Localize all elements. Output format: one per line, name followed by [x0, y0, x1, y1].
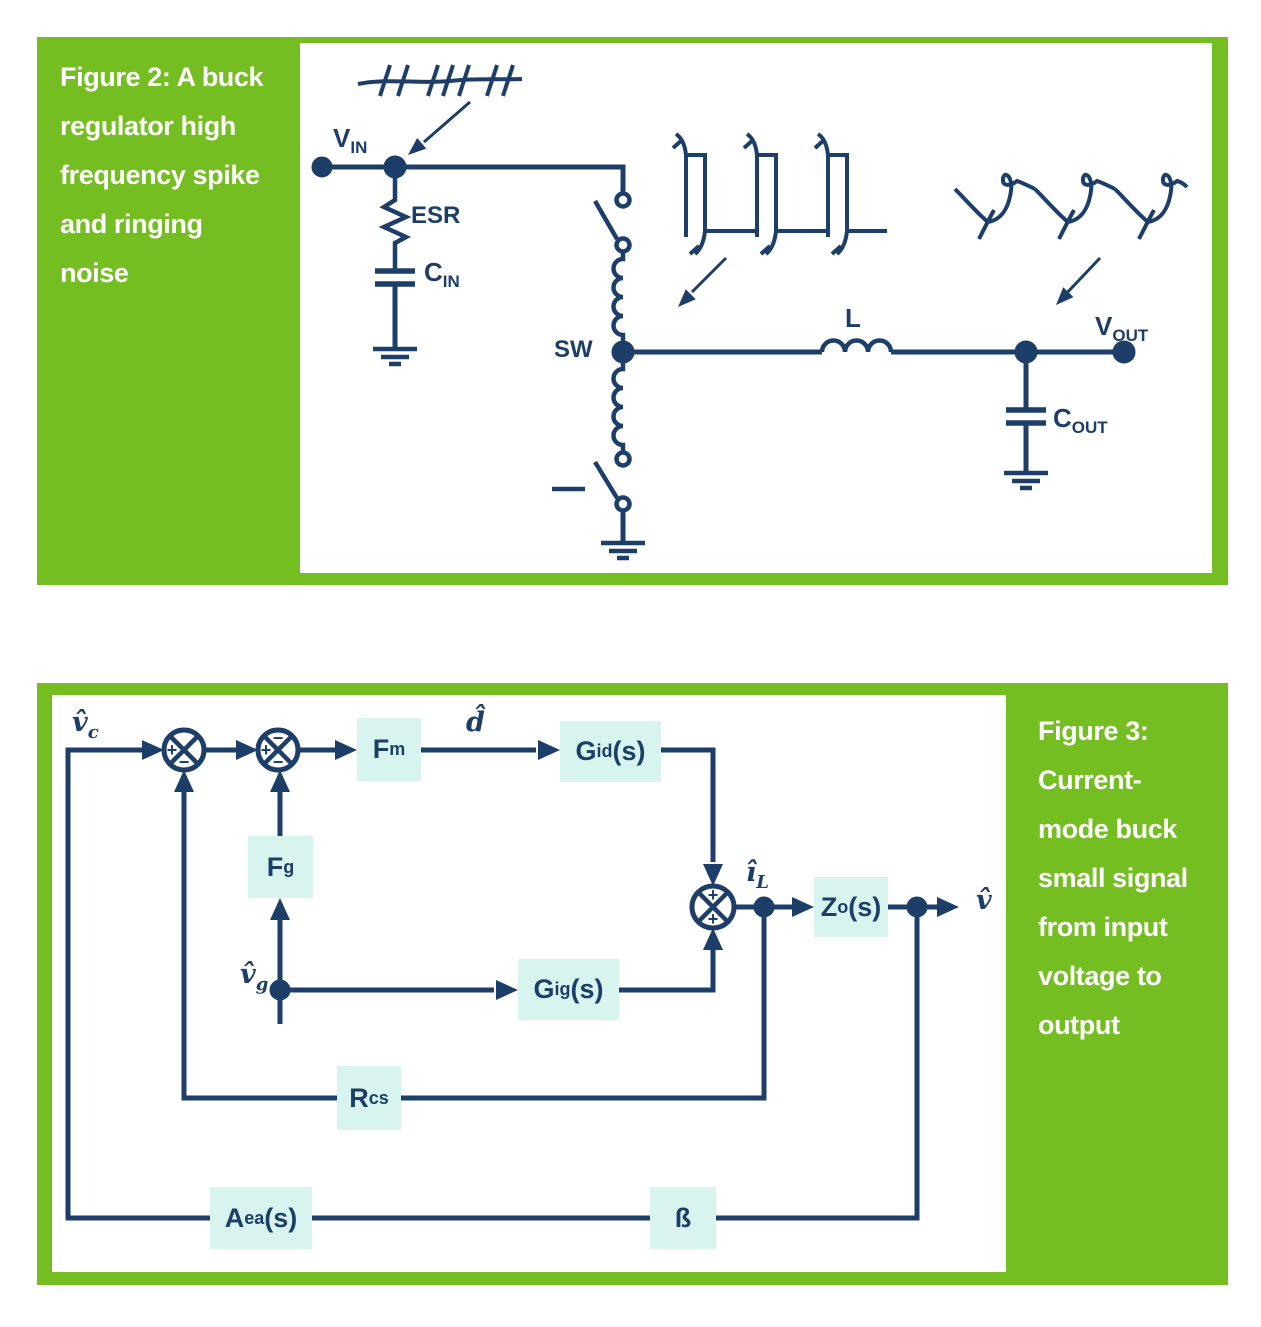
parasitic-inductor-top	[611, 252, 626, 352]
cin-capacitor	[375, 268, 415, 348]
caption-line: Figure 2: A buck	[60, 62, 264, 92]
inductor-label: L	[845, 303, 861, 333]
cout-capacitor	[1004, 352, 1048, 491]
j1-minus-sign: −	[178, 752, 190, 772]
figure2-panel: Figure 2: A buck regulator high frequenc…	[37, 37, 1228, 585]
caption-line: voltage to	[1038, 961, 1162, 991]
low-side-switch-branch	[552, 352, 645, 561]
caption-line: output	[1038, 1010, 1120, 1040]
high-side-switch	[593, 191, 632, 254]
summing-junction-2	[255, 727, 301, 773]
forward-path	[142, 740, 723, 886]
vout-label: VOUT	[1095, 311, 1149, 345]
summing-junction-1	[161, 727, 207, 773]
j3-plus-bottom-sign: +	[707, 909, 719, 929]
v-hat-label: v̂	[976, 885, 992, 916]
vc-label: v̂c	[72, 707, 99, 743]
il-label: îL	[746, 857, 769, 893]
current-feedback-path	[174, 770, 767, 1101]
caption-line: Current-	[1038, 765, 1142, 795]
fg-branch	[270, 770, 290, 1024]
figure3-caption: Figure 3: Current- mode buck small signa…	[1038, 707, 1228, 1050]
switch-arrow	[678, 256, 728, 307]
summing-junction-3	[689, 883, 737, 931]
beta-block: ß	[674, 1202, 692, 1233]
output-path	[734, 896, 959, 918]
j2-minus-bottom-sign: −	[272, 752, 284, 772]
sw-label: SW	[554, 336, 593, 363]
esr-resistor	[378, 167, 412, 269]
small-signal-block-diagram	[65, 718, 959, 1249]
outer-feedback-path	[65, 747, 920, 1221]
figure2-caption: Figure 2: A buck regulator high frequenc…	[60, 53, 295, 298]
ripple-arrow	[1056, 256, 1102, 305]
esr-label: ESR	[411, 202, 461, 229]
j2-plus-sign: +	[260, 740, 272, 760]
caption-line: noise	[60, 258, 129, 288]
caption-line: regulator high	[60, 111, 236, 141]
d-hat-label: d̂	[466, 707, 485, 738]
j1-plus-sign: +	[166, 740, 178, 760]
gig-branch	[269, 928, 723, 1001]
j3-plus-top-sign: +	[707, 885, 719, 905]
caption-line: small signal	[1038, 863, 1188, 893]
cout-label: COUT	[1053, 403, 1108, 437]
input-rail	[311, 155, 626, 193]
caption-line: Figure 3:	[1038, 716, 1149, 746]
sw-output-rail	[611, 338, 1136, 364]
output-ripple-waveform	[953, 172, 1189, 240]
caption-line: frequency spike	[60, 160, 260, 190]
figure2-content: VIN ESR CIN SW L VOUT COUT	[300, 43, 1212, 573]
switch-node-waveform	[671, 132, 887, 256]
cin-label: CIN	[424, 257, 460, 291]
j2-minus-top-sign: −	[272, 728, 284, 748]
vg-label: v̂g	[240, 959, 269, 995]
caption-line: mode buck	[1038, 814, 1177, 844]
caption-line: and ringing	[60, 209, 203, 239]
spike-noise-waveform	[357, 64, 523, 97]
buck-regulator-schematic	[311, 64, 1189, 561]
ground-icon	[373, 346, 417, 367]
vin-label: VIN	[333, 123, 368, 157]
caption-line: from input	[1038, 912, 1168, 942]
block-rects	[210, 718, 888, 1249]
spike-arrow	[408, 100, 471, 155]
